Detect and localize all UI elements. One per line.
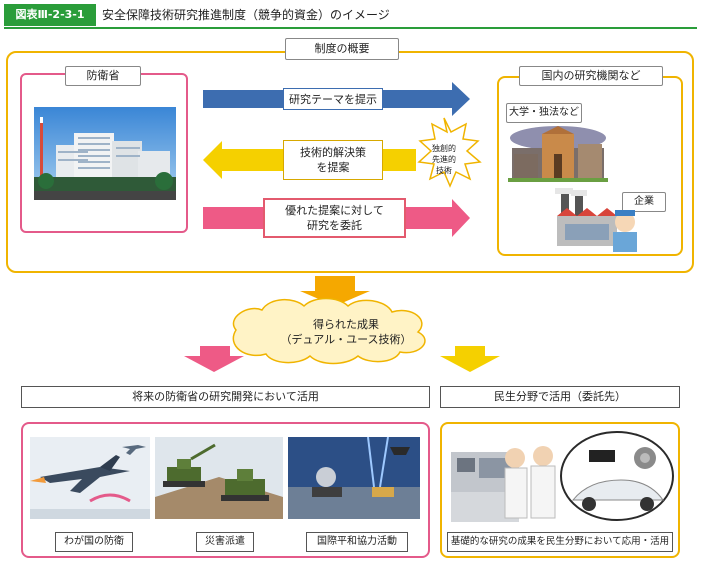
caption-international: 国際平和協力活動 [306,532,408,552]
down-arrow-orange [300,276,370,306]
disaster-vehicles-illustration [155,437,283,519]
factory-worker-illustration [555,188,637,252]
university-label: 大学・独法など [506,103,582,123]
burst-text: 独創的 先進的 技術 [432,144,456,175]
civil-use-label: 民生分野で活用（委託先） [440,386,680,408]
international-cooperation-illustration [288,437,420,519]
future-use-label: 将来の防衛省の研究開発において活用 [21,386,430,408]
civil-application-illustration [451,431,674,522]
down-arrow-yellow [440,346,500,372]
caption-civil: 基礎的な研究の成果を民生分野において応用・活用 [447,532,673,552]
fighter-jet-illustration [30,437,150,519]
mod-building-photo [34,107,176,200]
arrow3-text-box: 優れた提案に対して 研究を委託 [263,198,406,238]
caption-disaster: 災害派遣 [196,532,254,552]
overview-label: 制度の概要 [285,38,399,60]
university-building-illustration [508,126,608,182]
company-label: 企業 [622,192,666,212]
caption-defense: わが国の防衛 [55,532,133,552]
down-arrow-pink [184,346,244,372]
cloud-text: 得られた成果 （デュアル・ユース技術） [280,318,412,346]
figure-title: 安全保障技術研究推進制度（競争的資金）のイメージ [102,8,390,22]
figure-number-badge: 図表Ⅲ-2-3-1 [4,4,96,26]
mod-label: 防衛省 [65,66,141,86]
arrow3-text: 優れた提案に対して 研究を委託 [285,204,384,232]
arrow2-text-box: 技術的解決策 を提案 [283,140,383,180]
arrow1-text: 研究テーマを提示 [289,92,377,106]
arrow2-text: 技術的解決策 を提案 [300,146,366,174]
civil-use-frame [440,422,680,558]
future-use-frame [21,422,430,558]
header-underline [4,27,697,29]
arrow1-text-box: 研究テーマを提示 [283,88,383,110]
institutions-label: 国内の研究機関など [519,66,663,86]
